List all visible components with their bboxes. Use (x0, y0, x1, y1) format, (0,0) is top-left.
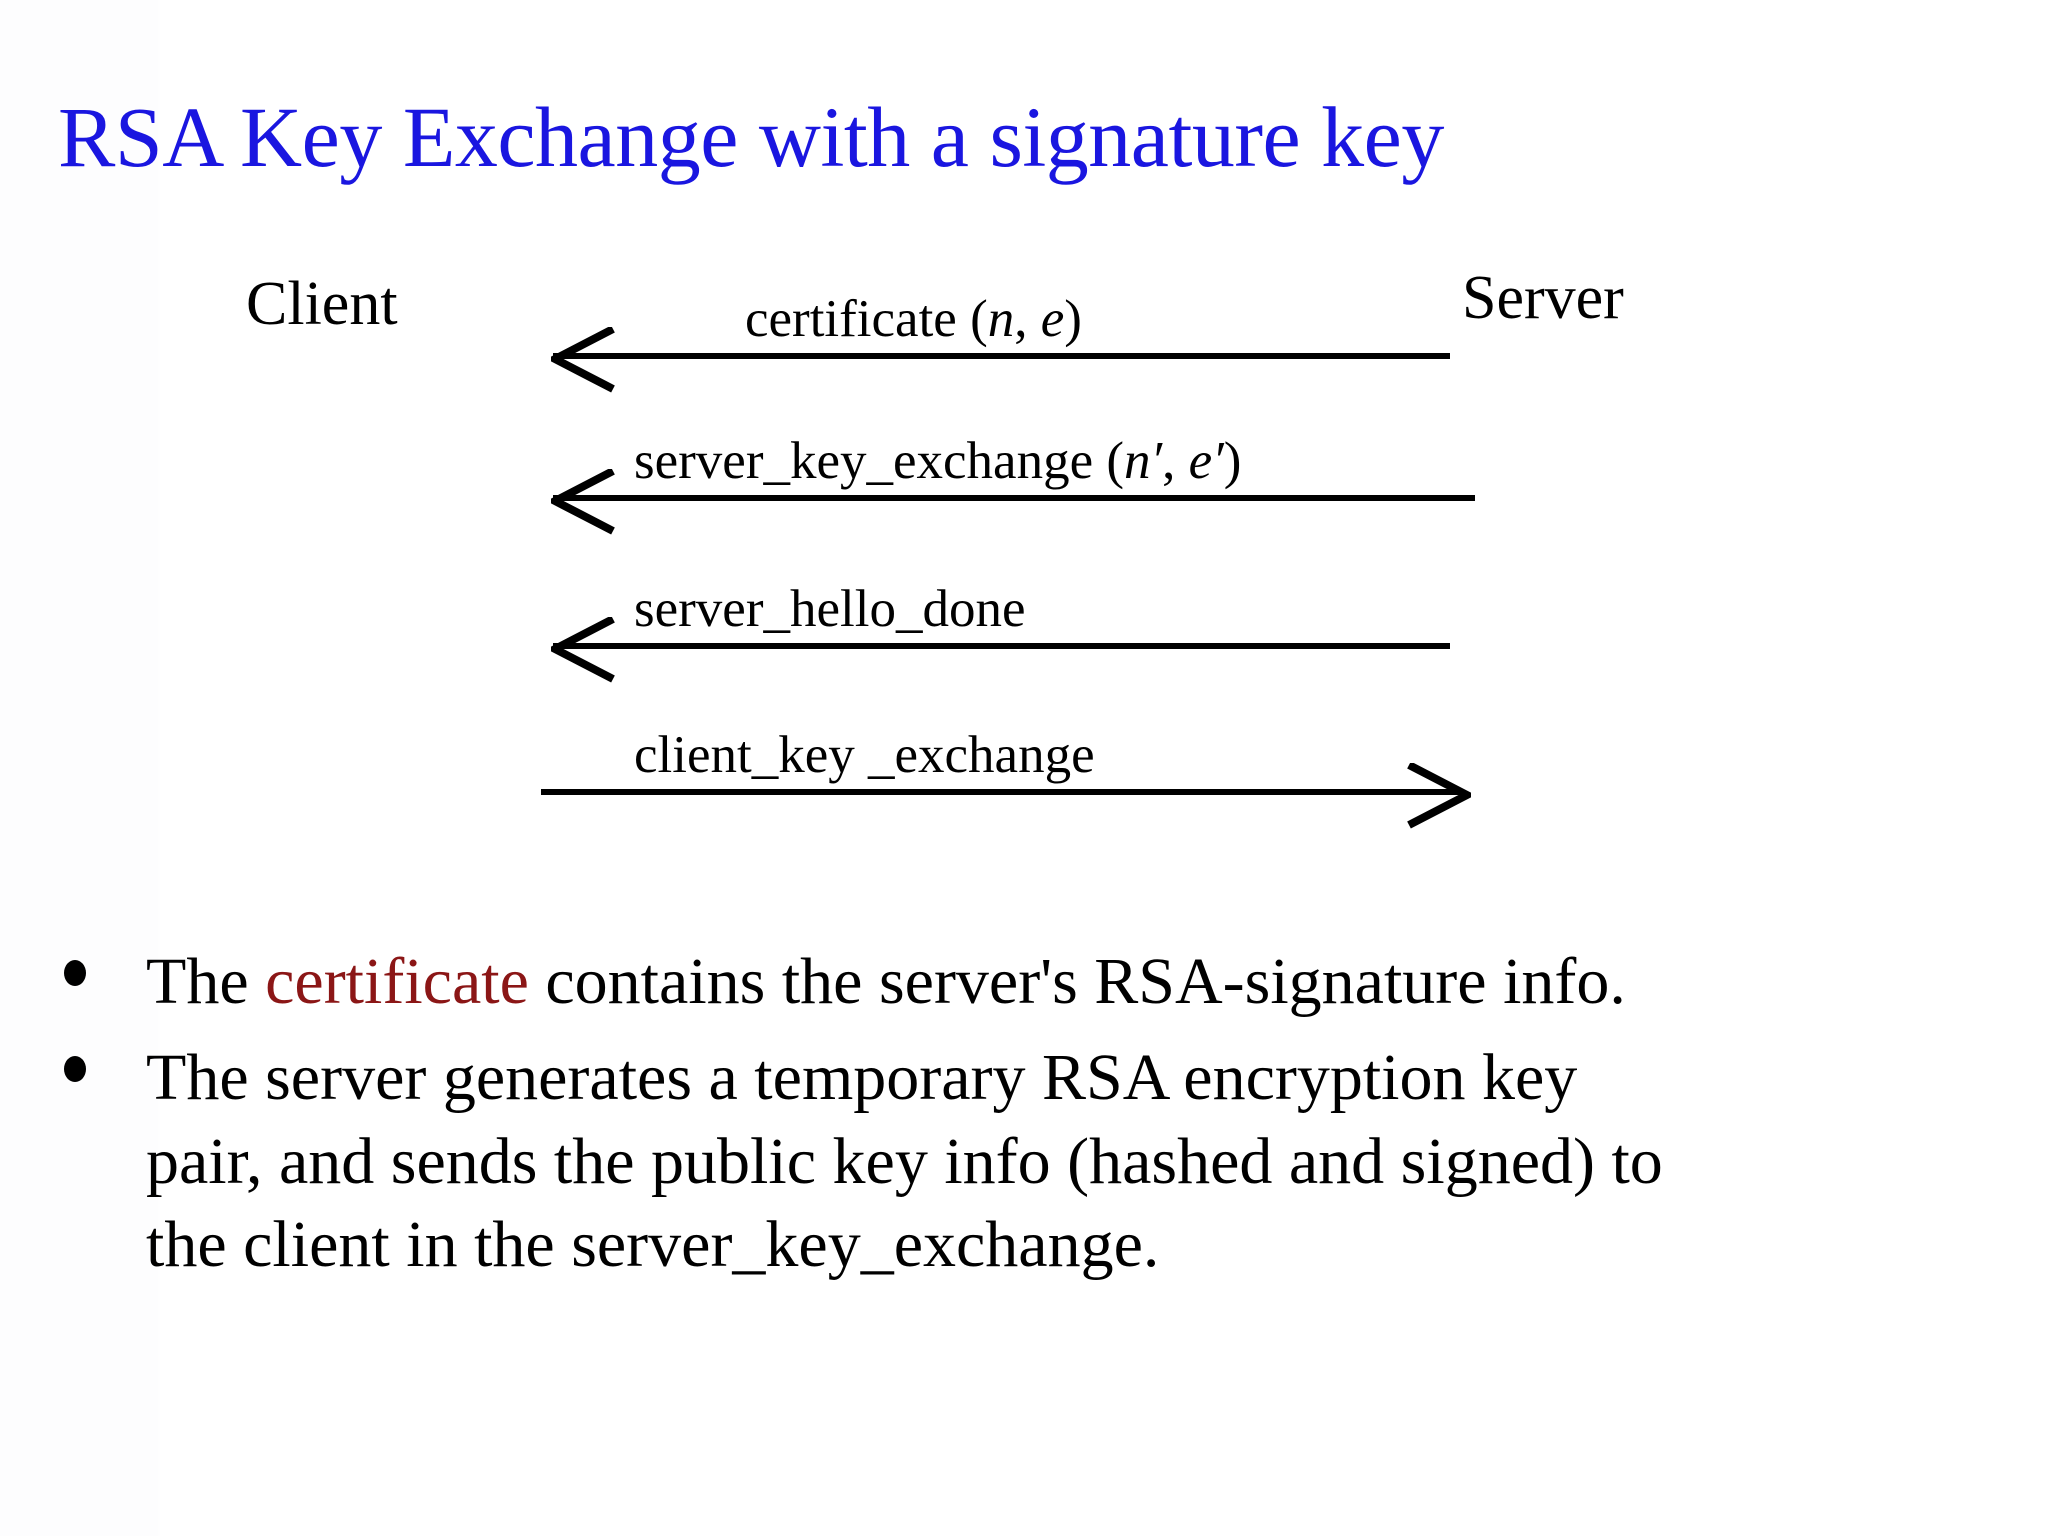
message-label-suffix: ) (1223, 432, 1242, 490)
message-var-n-prime: n′ (1124, 432, 1163, 490)
bullet-text-certificate: The certificate contains the server's RS… (146, 945, 1626, 1018)
message-row-server-hello-done: server_hello_done (0, 555, 2048, 683)
message-line-client-key-exchange (541, 789, 1461, 795)
message-var-e-prime: e′ (1188, 432, 1224, 490)
message-label-client-key-exchange: client_key _exchange (634, 726, 1095, 784)
message-row-server-key-exchange: server_key_exchange (n′, e′) (0, 407, 2048, 535)
diagram-label-server: Server (1462, 264, 1624, 332)
bullet-list: The certificate contains the server's RS… (50, 940, 2040, 1287)
bullet-dot-icon (64, 959, 86, 986)
message-var-e: e (1040, 290, 1065, 348)
bullet-text-part1: The (146, 945, 266, 1018)
bullet-text-part2: contains the server's RSA-signature info… (528, 945, 1626, 1018)
message-label-suffix: ) (1064, 290, 1082, 348)
message-row-client-key-exchange: client_key _exchange (0, 701, 2048, 829)
list-item: The certificate contains the server's RS… (50, 940, 2040, 1024)
list-item: The server generates a temporary RSA enc… (50, 1036, 2040, 1287)
sequence-diagram: Client Server certificate (n, e) server_… (0, 255, 2048, 875)
message-line-server-key-exchange (553, 495, 1475, 501)
bullet-dot-icon (64, 1055, 86, 1082)
bullet-line-2: pair, and sends the public key info (has… (146, 1124, 1663, 1198)
message-var-separator: , (1014, 290, 1041, 348)
message-label-prefix: certificate ( (745, 290, 988, 348)
message-label-server-key-exchange: server_key_exchange (n′, e′) (634, 431, 1241, 491)
diagram-label-client: Client (246, 270, 398, 338)
message-label-server-hello-done: server_hello_done (634, 580, 1026, 638)
message-label-prefix: server_key_exchange ( (634, 432, 1124, 490)
message-row-certificate: certificate (n, e) (0, 265, 2048, 393)
message-label-certificate: certificate (n, e) (745, 289, 1082, 349)
bullet-highlight-certificate: certificate (265, 945, 529, 1018)
message-var-separator: , (1162, 432, 1189, 490)
message-line-server-hello-done (553, 643, 1450, 649)
bullet-line-3: the client in the server_key_exchange. (146, 1208, 1160, 1282)
page-title: RSA Key Exchange with a signature key (58, 89, 1444, 185)
message-line-certificate (553, 353, 1450, 359)
bullet-line-1: The server generates a temporary RSA enc… (146, 1040, 1578, 1114)
bullet-text-server-generates: The server generates a temporary RSA enc… (146, 1036, 2040, 1287)
message-var-n: n (987, 290, 1015, 348)
